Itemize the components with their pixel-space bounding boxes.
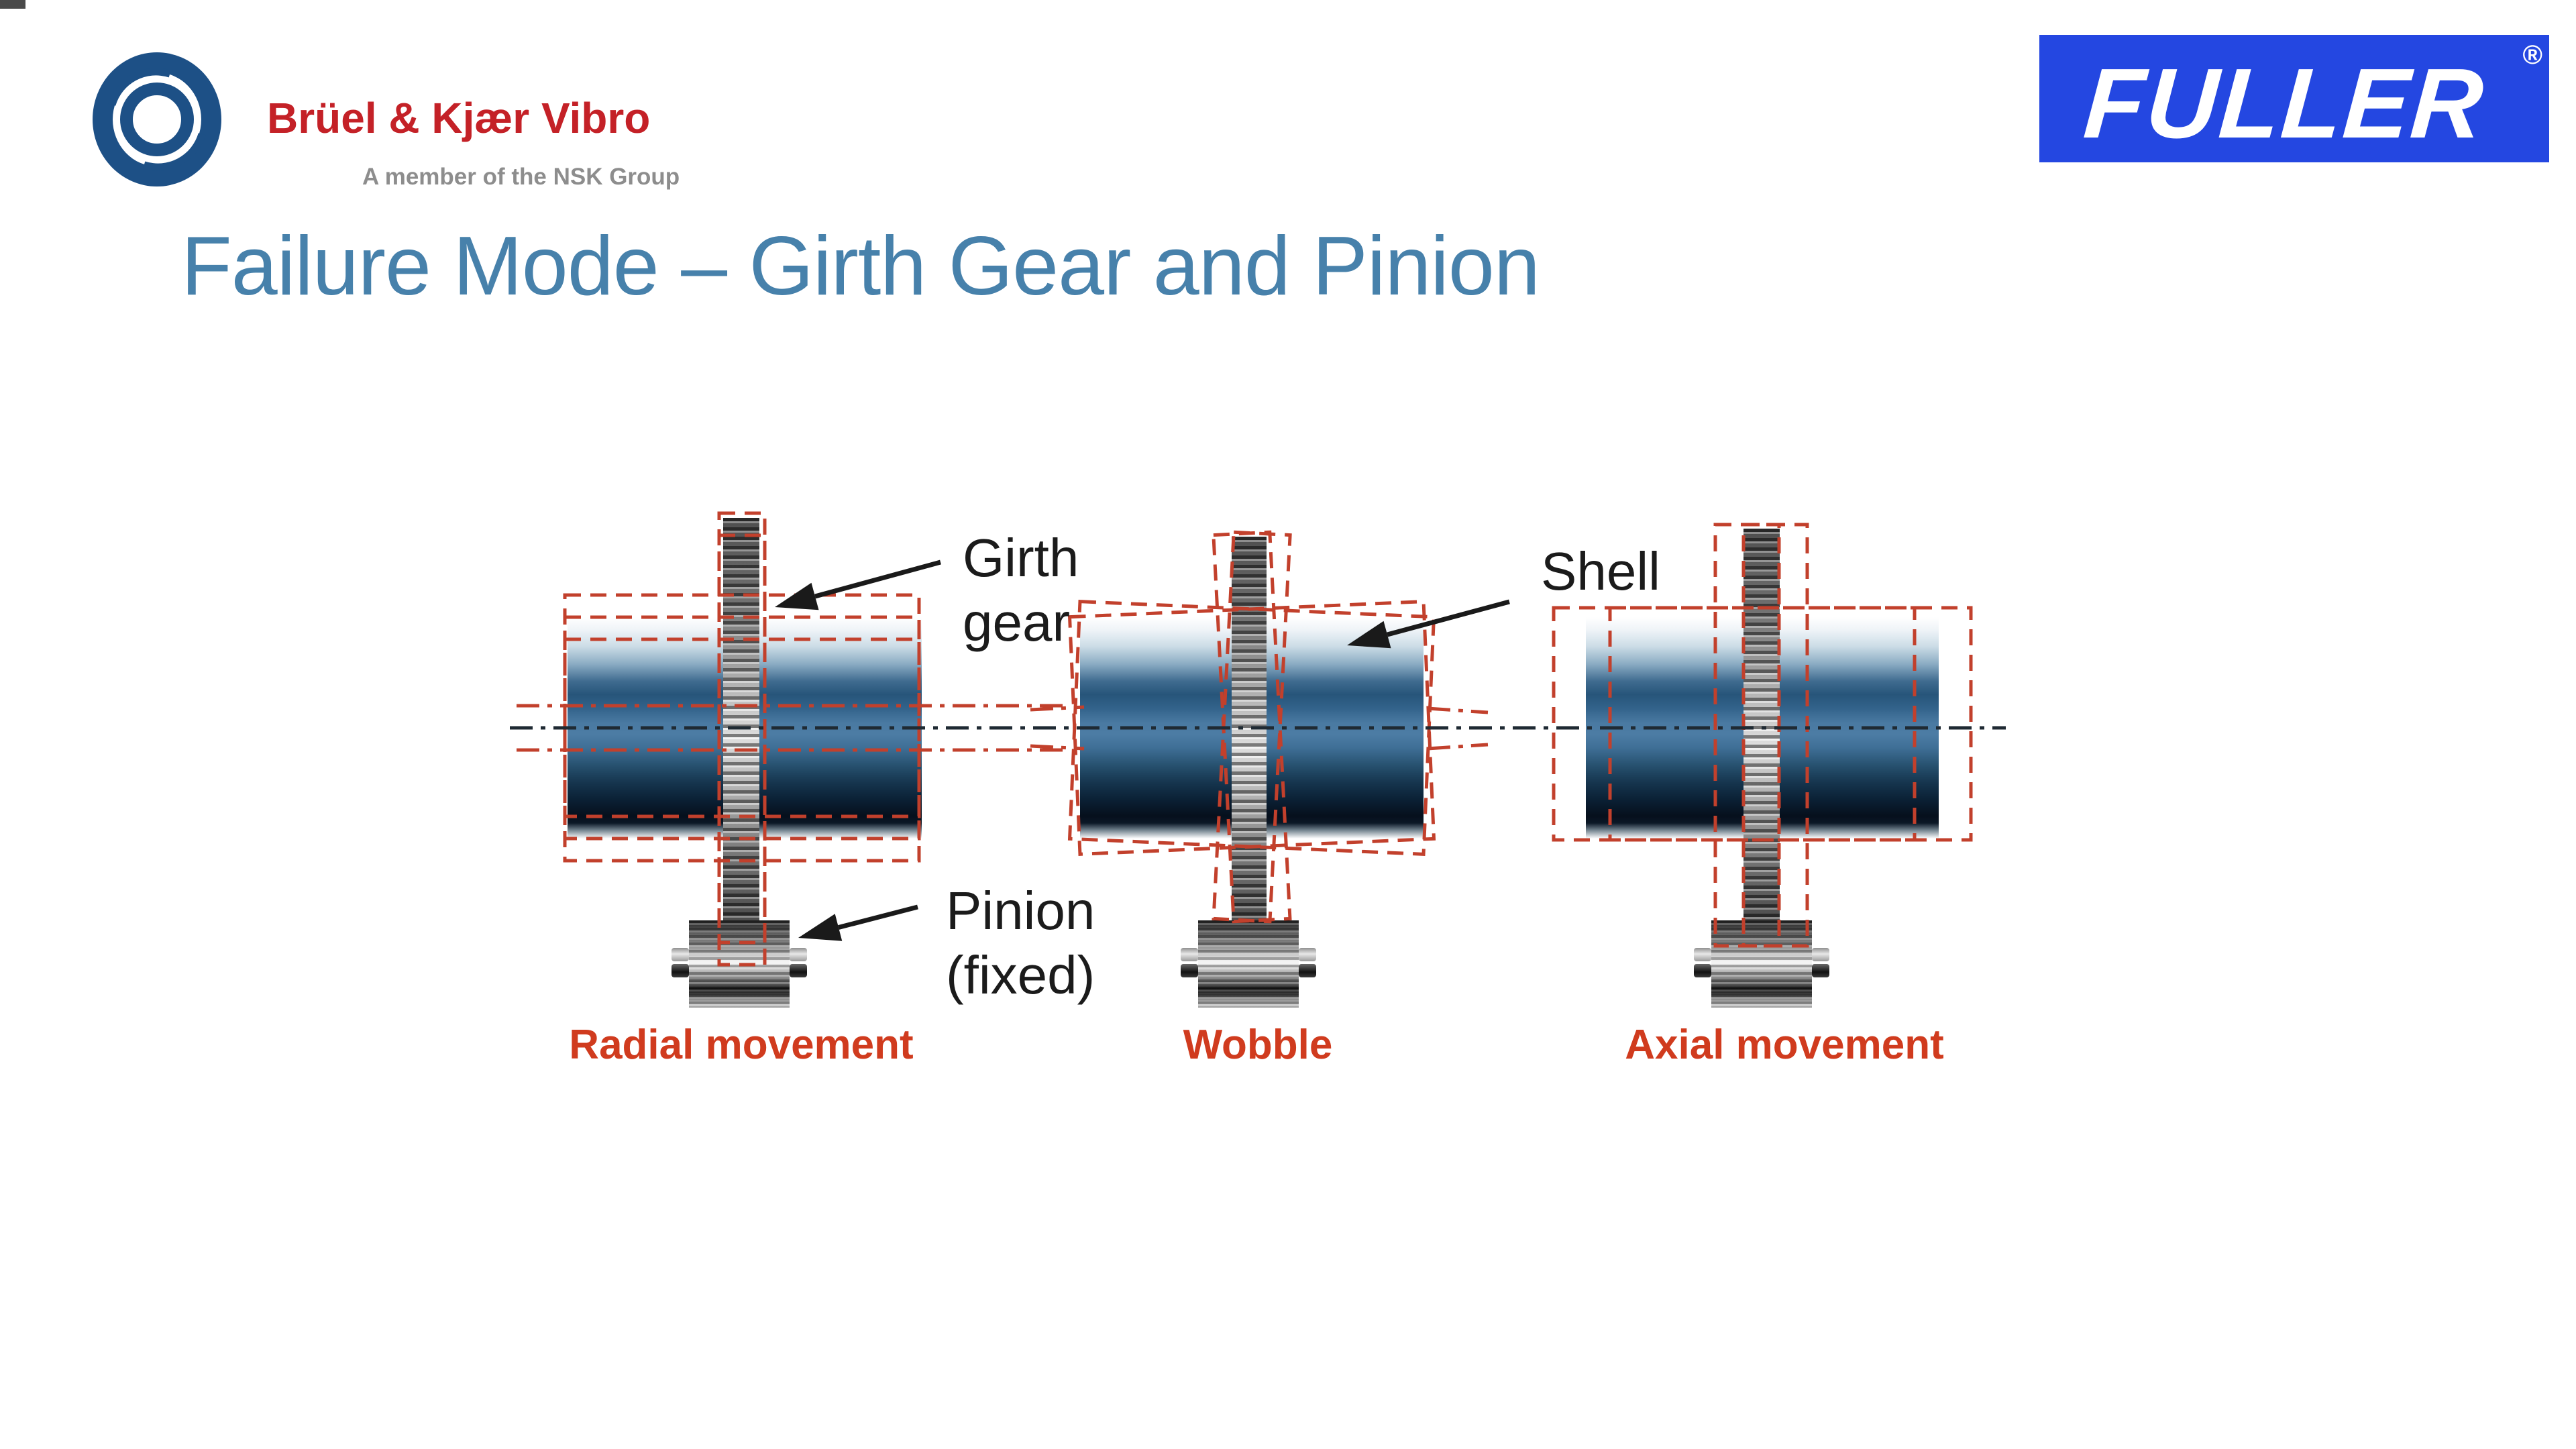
fuller-registered-mark: ®	[2522, 40, 2542, 70]
pinion-arrowhead-icon	[798, 914, 843, 941]
shell-arrowhead-icon	[1347, 621, 1391, 649]
girth-gear-strip-wobble	[1232, 537, 1267, 945]
caption-axial-movement: Axial movement	[1625, 1022, 1944, 1068]
pinion-body-wobble	[1198, 920, 1299, 1008]
pinion-arrow	[838, 904, 918, 930]
annotation-arrows	[775, 559, 1510, 941]
wobble-offset-centerline	[1427, 706, 1489, 714]
pinion-shaft-stub	[1299, 948, 1316, 978]
wobble-offset-centerline	[1427, 743, 1489, 751]
shell-arrow	[1387, 599, 1510, 637]
pinion-label: Pinion (fixed)	[946, 879, 1095, 1008]
girth-gear-label-line2: gear	[963, 592, 1071, 652]
pinion-shaft-stub	[672, 948, 689, 978]
girth-gear-arrowhead-icon	[775, 582, 819, 610]
bkv-logo-ring-icon	[88, 50, 226, 189]
pinion-shaft-stub	[1181, 948, 1198, 978]
pinion-shaft-stub	[1694, 948, 1711, 978]
wobble-offset-centerline	[1030, 705, 1085, 712]
caption-wobble: Wobble	[1183, 1022, 1333, 1068]
girth-gear-label-line1: Girth	[963, 528, 1079, 588]
bkv-tagline: A member of the NSK Group	[362, 164, 680, 190]
pinion-shaft-stub	[1812, 948, 1829, 978]
girth-gear-arrow	[814, 559, 941, 599]
page-title: Failure Mode – Girth Gear and Pinion	[181, 220, 1540, 313]
axial-movement-outlines	[1552, 523, 1973, 948]
wobble-offset-centerline	[1030, 744, 1085, 751]
girth-gear-label: Girth gear	[963, 526, 1079, 655]
screen-corner-artifact	[0, 0, 25, 9]
pinion-shaft-stub	[790, 948, 807, 978]
pinion-label-line2: (fixed)	[946, 945, 1095, 1005]
caption-radial-movement: Radial movement	[569, 1022, 914, 1068]
fuller-logo: FULLER ®	[2039, 35, 2549, 162]
pinion-body-axial	[1711, 920, 1812, 1008]
girth-gear-strip-axial	[1743, 529, 1780, 943]
bkv-brand-name: Brüel & Kjær Vibro	[267, 94, 651, 142]
pinion-label-line1: Pinion	[946, 881, 1095, 941]
shell-label: Shell	[1541, 541, 1660, 601]
centerlines	[510, 704, 2006, 752]
girth-gear-strip-radial	[723, 518, 759, 943]
